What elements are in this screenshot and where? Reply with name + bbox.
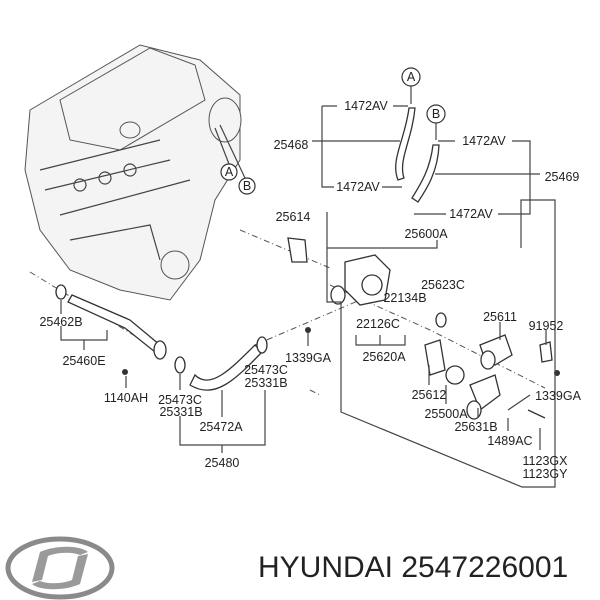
label-25500a: 25500A: [424, 407, 468, 421]
label-25331b: 25331B: [159, 405, 202, 419]
label-25468: 25468: [274, 138, 309, 152]
label-1472av: 1472AV: [449, 207, 493, 221]
footer-title: HYUNDAI 2547226001: [258, 551, 568, 585]
label-25469: 25469: [545, 170, 580, 184]
label-25623c: 25623C: [421, 278, 465, 292]
label-1123gy: 1123GY: [523, 467, 569, 481]
gasket-25614-shape: [287, 237, 308, 263]
callout-labels: 1472AV 25468 1472AV 1472AV 25469 1472AV …: [39, 99, 581, 481]
label-25631b: 25631B: [454, 420, 497, 434]
hyundai-logo: [5, 536, 115, 600]
callout-a: A: [407, 70, 416, 84]
label-25460e: 25460E: [62, 354, 105, 368]
label-1472av: 1472AV: [344, 99, 388, 113]
label-25612: 25612: [412, 388, 447, 402]
label-25480: 25480: [205, 456, 240, 470]
label-22126c: 22126C: [356, 317, 400, 331]
thermostat-housing: [287, 199, 560, 488]
part-number: 2547226001: [401, 551, 569, 584]
label-25331b: 25331B: [244, 376, 287, 390]
label-1123gx: 1123GX: [523, 454, 569, 468]
label-1339ga: 1339GA: [535, 389, 582, 403]
engine-block: A B: [24, 44, 256, 301]
callout-b: B: [432, 107, 440, 121]
callout-a-engine-label: A: [225, 165, 234, 179]
label-1140ah: 1140AH: [104, 391, 148, 405]
hoses-lower: [55, 284, 268, 391]
label-25620a: 25620A: [362, 350, 406, 364]
label-25473c: 25473C: [244, 363, 288, 377]
label-1472av: 1472AV: [336, 180, 380, 194]
label-1472av: 1472AV: [462, 134, 506, 148]
brand-name: HYUNDAI: [258, 551, 394, 584]
callout-b-engine: [238, 177, 256, 195]
label-25600a: 25600A: [404, 227, 448, 241]
callout-b-engine-label: B: [243, 179, 251, 193]
label-22134b: 22134B: [383, 291, 426, 305]
hoses-upper: A B: [312, 67, 540, 215]
label-1339ga: 1339GA: [285, 351, 332, 365]
label-25462b: 25462B: [39, 315, 82, 329]
label-25472a: 25472A: [199, 420, 243, 434]
label-1489ac: 1489AC: [487, 434, 532, 448]
label-25614: 25614: [276, 210, 311, 224]
label-25611: 25611: [483, 310, 517, 324]
label-25473c: 25473C: [158, 393, 202, 407]
label-91952: 91952: [529, 319, 564, 333]
